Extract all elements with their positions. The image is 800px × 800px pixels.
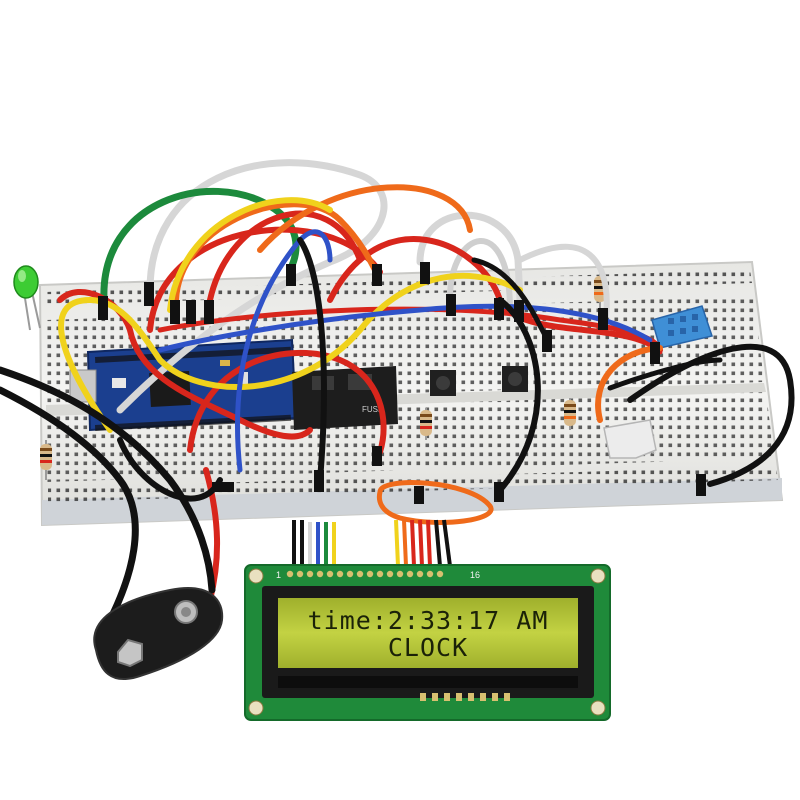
- lcd-header-pins: [286, 570, 444, 578]
- wire-connectors: [98, 262, 706, 504]
- lcd-pin-1-label: 1: [276, 570, 281, 580]
- switch-label: FUSE: [362, 405, 383, 414]
- green-led: [13, 265, 41, 331]
- dht-sensor: [651, 305, 713, 349]
- lcd-line-1: time:2:33:17 AM: [308, 606, 549, 635]
- push-button-1: [430, 370, 456, 396]
- lcd-module: 1 16 time:2:33:17 AM CLOCK: [244, 564, 611, 721]
- battery-clip: [93, 587, 224, 681]
- resistor-2: [564, 398, 576, 430]
- potentiometer: [603, 419, 657, 459]
- resistor-4: [40, 440, 52, 480]
- lcd-wires: [292, 519, 452, 567]
- breadboard-column-label: 65: [648, 449, 656, 456]
- lcd-pin-16-label: 16: [470, 570, 480, 580]
- lcd-screen: [278, 598, 578, 668]
- push-button-2: [502, 366, 528, 392]
- lcd-line-2: CLOCK: [388, 633, 468, 662]
- resistor-1: [420, 408, 432, 440]
- microcontroller-chip: [149, 370, 191, 408]
